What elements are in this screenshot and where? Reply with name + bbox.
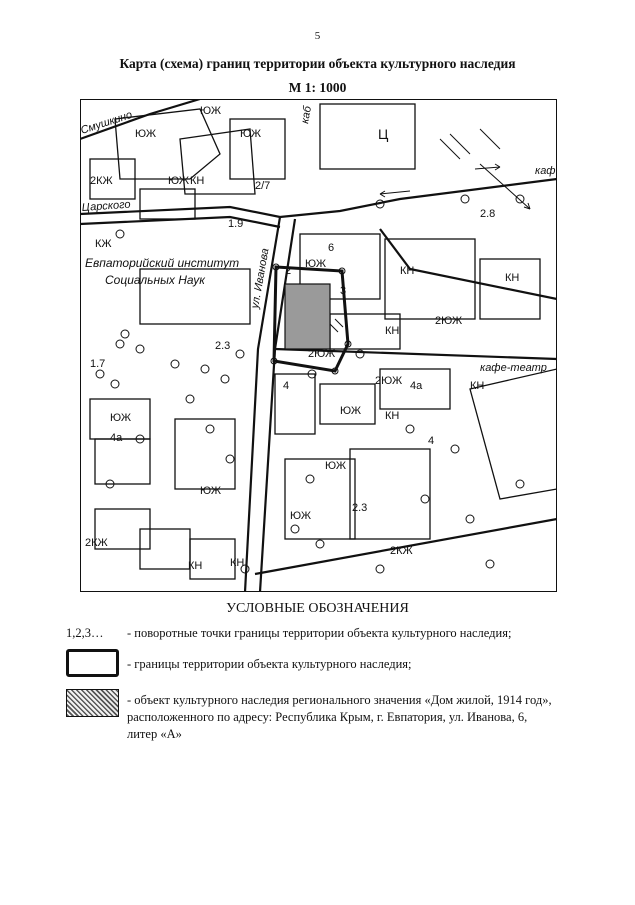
label-yuzh: ЮЖ bbox=[290, 510, 311, 522]
label-2yuzh: 2ЮЖ bbox=[308, 348, 335, 360]
label-kn: КН bbox=[470, 380, 484, 392]
legend-symbol-border bbox=[66, 649, 119, 677]
label-kab: каб bbox=[299, 104, 314, 124]
label-2-3a: 2.3 bbox=[215, 340, 230, 352]
label-2kzh: 2КЖ bbox=[90, 175, 113, 187]
territory-border bbox=[272, 265, 350, 373]
legend-text-heritage-1: - объект культурного наследия региональн… bbox=[127, 693, 552, 707]
label-kn: КН bbox=[505, 272, 519, 284]
streets bbox=[80, 99, 557, 592]
label-kn: КН bbox=[385, 325, 399, 337]
label-kafe-teatr: кафе-театр bbox=[480, 362, 547, 374]
label-1-7: 1.7 bbox=[90, 358, 105, 370]
label-yuzh: ЮЖ bbox=[135, 128, 156, 140]
arrows bbox=[379, 163, 531, 210]
label-kzh: КЖ bbox=[95, 238, 112, 250]
label-smushkina: Смушкино bbox=[80, 109, 134, 137]
label-institute-2: Социальных Наук bbox=[105, 273, 206, 287]
label-3: 3 bbox=[340, 285, 346, 297]
label-kaf: каф bbox=[535, 165, 556, 177]
label-2: 2 bbox=[285, 265, 291, 277]
survey-points bbox=[95, 194, 525, 574]
map-drawing: Ц каб каф Смушкино Царского ул. Иванова … bbox=[80, 99, 557, 592]
legend-text-points: - поворотные точки границы территории об… bbox=[127, 626, 512, 640]
building-outlines bbox=[89, 103, 557, 580]
map-scale: М 1: 1000 bbox=[288, 80, 347, 95]
legend-text-heritage-2: расположенного по адресу: Республика Кры… bbox=[127, 710, 528, 724]
label-yuzh: ЮЖ bbox=[200, 485, 221, 497]
label-kn: КН bbox=[188, 560, 202, 572]
map-title: Карта (схема) границ территории объекта … bbox=[119, 56, 516, 71]
label-yuzh: ЮЖ bbox=[168, 175, 189, 187]
label-yuzh: ЮЖ bbox=[340, 405, 361, 417]
label-institute-1: Евпаторийский институт bbox=[85, 256, 239, 270]
label-2-8: 2.8 bbox=[480, 208, 495, 220]
label-4-right: 4 bbox=[428, 435, 434, 447]
label-2-7: 2/7 bbox=[255, 180, 270, 192]
label-2kzh: 2КЖ bbox=[85, 537, 108, 549]
label-kn: КН bbox=[400, 265, 414, 277]
page-number: 5 bbox=[314, 30, 321, 42]
label-ivanova: ул. Иванова bbox=[249, 247, 272, 310]
label-2yuzh: 2ЮЖ bbox=[375, 375, 402, 387]
label-yuzh: ЮЖ bbox=[305, 258, 326, 270]
label-2yuzh: 2ЮЖ bbox=[435, 315, 462, 327]
label-yuzh: ЮЖ bbox=[110, 412, 131, 424]
label-c: Ц bbox=[378, 126, 389, 142]
label-kn: КН bbox=[385, 410, 399, 422]
label-tsarskogo: Царского bbox=[81, 199, 131, 214]
label-kn: КН bbox=[230, 557, 244, 569]
heritage-object bbox=[284, 283, 331, 350]
label-yuzh: ЮЖ bbox=[325, 460, 346, 472]
label-yuzh: ЮЖ bbox=[240, 128, 261, 140]
legend-symbol-points: 1,2,3… bbox=[66, 626, 104, 640]
label-2-3b: 2.3 bbox=[352, 502, 367, 514]
legend-title: УСЛОВНЫЕ ОБОЗНАЧЕНИЯ bbox=[226, 601, 409, 616]
label-2kzh: 2КЖ bbox=[390, 545, 413, 557]
label-yuzh: ЮЖ bbox=[200, 105, 221, 117]
cadastral-map: Ц каб каф Смушкино Царского ул. Иванова … bbox=[80, 99, 557, 592]
legend-text-heritage-3: литер «А» bbox=[127, 727, 182, 741]
label-kn: КН bbox=[190, 175, 204, 187]
label-4-mid: 4 bbox=[283, 380, 289, 392]
label-4a-left: 4а bbox=[110, 432, 123, 444]
label-6: 6 bbox=[328, 242, 334, 254]
map-labels: Ц каб каф Смушкино Царского ул. Иванова … bbox=[80, 104, 556, 572]
label-1-9: 1.9 bbox=[228, 218, 243, 230]
label-4a-right: 4а bbox=[410, 380, 423, 392]
legend-text-border: - границы территории объекта культурного… bbox=[127, 657, 412, 671]
fence-ticks bbox=[329, 128, 501, 333]
legend-symbol-heritage bbox=[66, 689, 119, 717]
